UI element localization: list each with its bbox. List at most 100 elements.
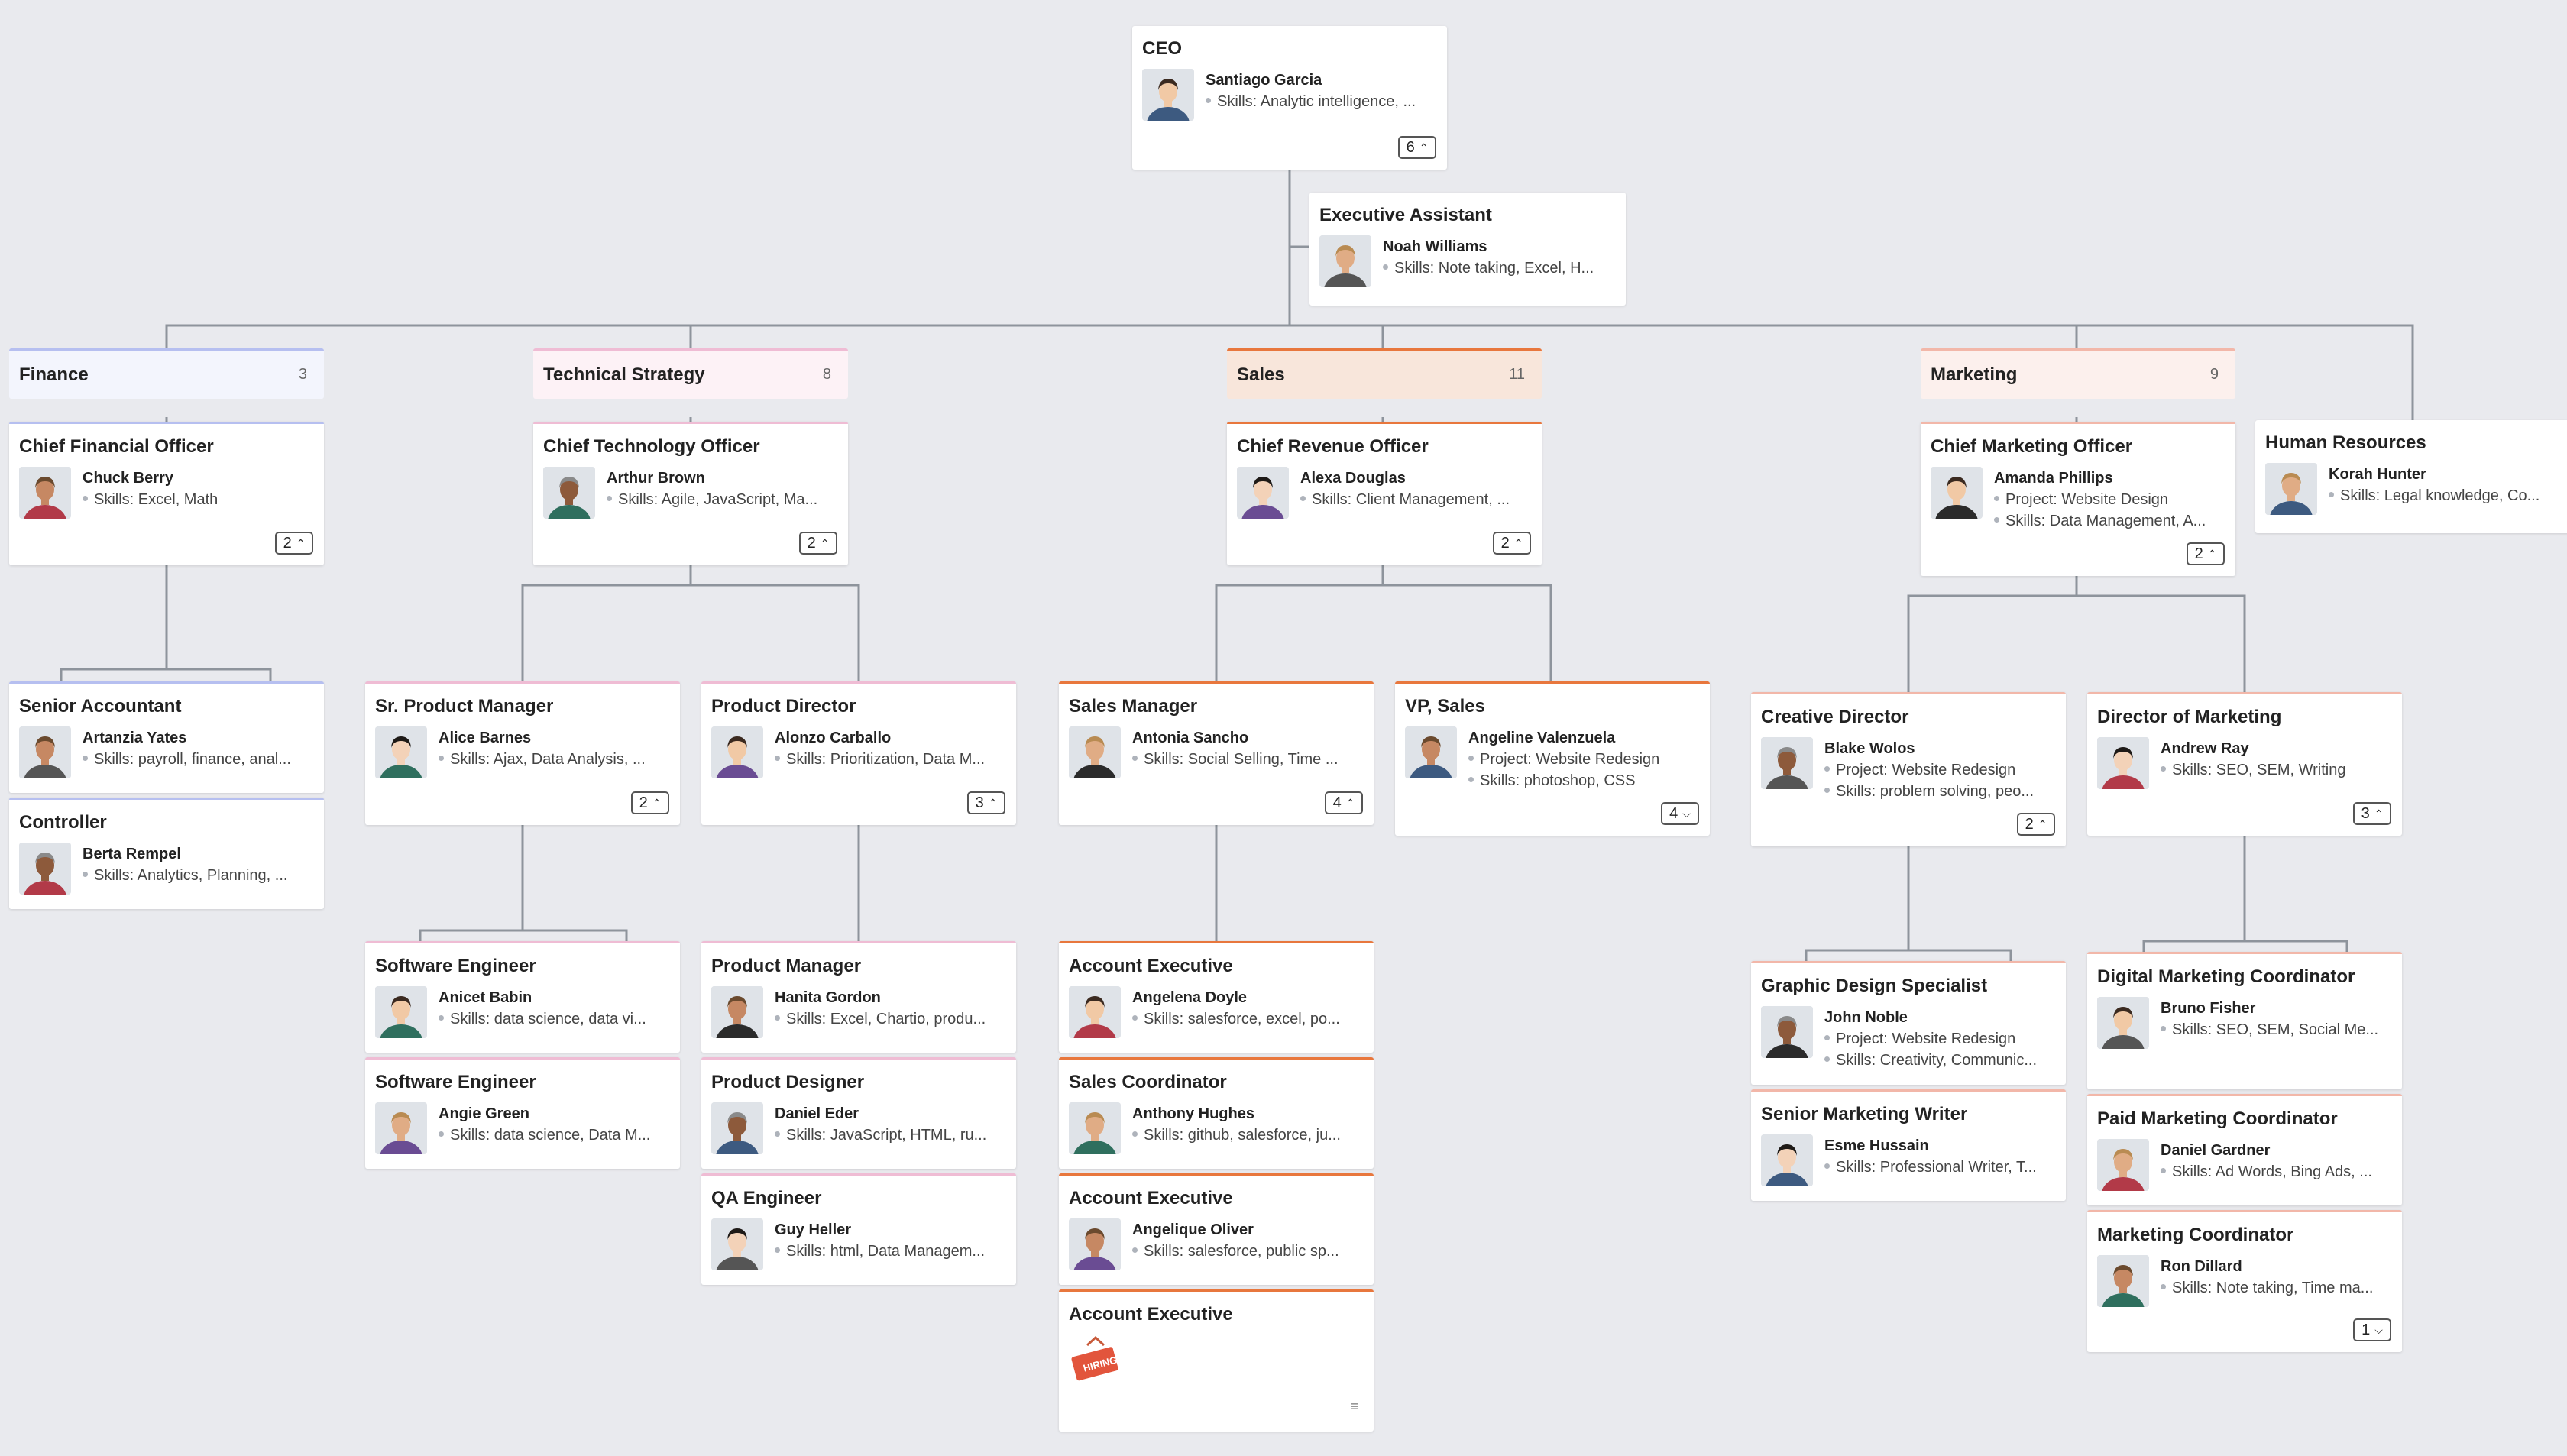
expand-children-button[interactable]: 2⌃ [631, 791, 669, 814]
person-name[interactable]: Alexa Douglas [1300, 470, 1406, 487]
card-title: Paid Marketing Coordinator [2097, 1108, 2338, 1129]
person-name[interactable]: Artanzia Yates [83, 730, 187, 746]
expand-children-button[interactable]: 6⌃ [1398, 136, 1436, 159]
card-title: Software Engineer [375, 1072, 536, 1092]
person-name[interactable]: Hanita Gordon [775, 989, 881, 1006]
card-title: Product Manager [711, 956, 862, 976]
person-name[interactable]: Anicet Babin [439, 989, 532, 1006]
expand-children-button[interactable]: 2⌃ [1493, 532, 1531, 555]
detail-text: Skills: Analytic intelligence, ... [1217, 93, 1416, 110]
detail-text: Skills: github, salesforce, ju... [1144, 1127, 1341, 1144]
person-detail: Skills: SEO, SEM, Writing [2161, 762, 2391, 779]
expand-children-button[interactable]: 1⌵ [2353, 1318, 2391, 1341]
expand-children-button[interactable]: 4⌃ [1325, 791, 1363, 814]
person-name[interactable]: Alice Barnes [439, 730, 532, 746]
person-name[interactable]: Chuck Berry [83, 470, 173, 487]
person-name[interactable]: Anthony Hughes [1132, 1105, 1254, 1122]
connector-line [2142, 940, 2348, 952]
avatar [1237, 467, 1289, 519]
detail-text: Project: Website Redesign [1836, 1031, 2016, 1047]
detail-text: Skills: SEO, SEM, Writing [2172, 762, 2346, 778]
person-name[interactable]: Angelique Oliver [1132, 1221, 1254, 1238]
bullet-dot [2161, 1026, 2166, 1032]
person-name[interactable]: Korah Hunter [2329, 466, 2426, 483]
expand-children-button[interactable]: 3⌃ [967, 791, 1005, 814]
person-detail: Skills: salesforce, public sp... [1132, 1243, 1363, 1260]
child-count: 2 [2194, 545, 2203, 562]
notes-icon[interactable]: ≡ [1350, 1399, 1358, 1414]
child-count: 1 [2361, 1321, 2371, 1338]
expand-children-button[interactable]: 2⌃ [275, 532, 313, 555]
person-name[interactable]: Guy Heller [775, 1221, 852, 1238]
person-name[interactable]: Esme Hussain [1824, 1137, 1929, 1154]
person-name[interactable]: Daniel Gardner [2161, 1142, 2271, 1159]
card-title: Marketing Coordinator [2097, 1225, 2294, 1245]
person-name[interactable]: Antonia Sancho [1132, 730, 1249, 746]
person-name[interactable]: Angeline Valenzuela [1468, 730, 1616, 746]
person-name[interactable]: Amanda Phillips [1994, 470, 2113, 487]
expand-children-button[interactable]: 3⌃ [2353, 802, 2391, 825]
bullet-dot [607, 496, 612, 502]
person-detail: Skills: html, Data Managem... [775, 1243, 1005, 1260]
person-name[interactable]: Angelena Doyle [1132, 989, 1248, 1006]
department-name: Sales [1237, 364, 1285, 385]
person-name[interactable]: Andrew Ray [2161, 740, 2249, 757]
person-name[interactable]: Daniel Eder [775, 1105, 859, 1122]
bullet-dot [1468, 777, 1474, 783]
card-title: Chief Technology Officer [543, 436, 760, 457]
person-name[interactable]: Arthur Brown [607, 470, 705, 487]
card-title: Software Engineer [375, 956, 536, 976]
bullet-dot [1300, 496, 1306, 502]
person-name[interactable]: Bruno Fisher [2161, 1000, 2256, 1017]
person-name[interactable]: Berta Rempel [83, 846, 181, 862]
expand-children-button[interactable]: 4⌵ [1661, 802, 1699, 825]
person-name[interactable]: Santiago Garcia [1206, 72, 1322, 89]
expand-children-button[interactable]: 2⌃ [799, 532, 837, 555]
card-title: Controller [19, 812, 107, 833]
person-name[interactable]: Alonzo Carballo [775, 730, 892, 746]
person-name[interactable]: Noah Williams [1383, 238, 1487, 255]
person-name[interactable]: John Noble [1824, 1009, 1908, 1026]
bullet-dot [1132, 1131, 1138, 1137]
person-name[interactable]: Angie Green [439, 1105, 529, 1122]
expand-children-button[interactable]: 2⌃ [2017, 813, 2055, 836]
avatar [1761, 737, 1813, 789]
expand-children-button[interactable]: 2⌃ [2187, 542, 2225, 565]
person-name[interactable]: Ron Dillard [2161, 1258, 2242, 1275]
person-name[interactable]: Blake Wolos [1824, 740, 1915, 757]
